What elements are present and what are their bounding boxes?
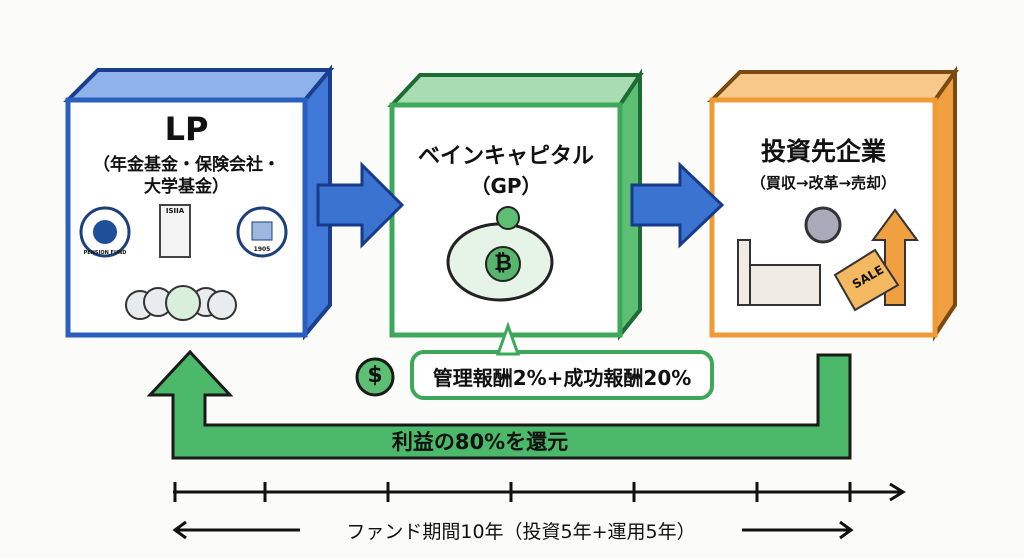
lp-title: LP [164, 110, 209, 148]
building-icon [159, 204, 191, 258]
lp-subtitle-line1: （年金基金・保険会社・ [93, 155, 280, 175]
timeline-axis [172, 482, 906, 540]
return-arrow-shape [146, 349, 852, 460]
fee-bubble [410, 350, 714, 400]
pension-seal-text: PENSION FUND [83, 250, 127, 256]
piggy-bank-icon [446, 206, 554, 302]
sale-tag-icon [833, 248, 900, 312]
timeline-label: ファンド期間10年（投資5年+運用5年） [346, 521, 696, 543]
fee-dollar-symbol: $ [367, 363, 383, 388]
gp-subtitle: （GP） [470, 174, 542, 198]
money-bags-icon [125, 285, 237, 321]
building-sign: ISIIA [165, 207, 185, 215]
gear-icon [804, 206, 842, 244]
up-arrow-icon [871, 208, 919, 306]
arrow-lp-to-gp [316, 161, 405, 249]
return-label: 利益の80%を還元 [391, 430, 569, 454]
portfolio-subtitle: （買収→改革→売却） [750, 174, 897, 192]
dollar-bubble-icon [355, 357, 395, 397]
lp-subtitle-line2: 大学基金） [144, 177, 229, 197]
portfolio-title: 投資先企業 [760, 137, 886, 166]
gp-title: ベインキャピタル [417, 144, 594, 169]
fee-label: 管理報酬2%+成功報酬20% [432, 366, 692, 390]
arrow-gp-to-portfolio [630, 161, 725, 249]
factory-icon [737, 239, 821, 306]
bitcoin-coin: ₿ [494, 251, 512, 276]
university-year: 1905 [253, 246, 271, 253]
